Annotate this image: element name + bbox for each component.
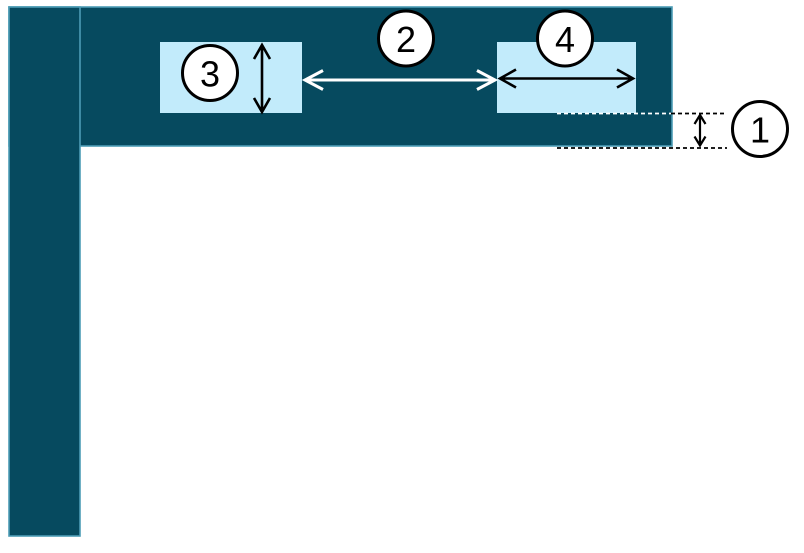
item-height-double-arrow-icon [252, 42, 272, 115]
toolbar-bar-vertical [8, 6, 81, 537]
callout-1-circle [731, 100, 789, 158]
callout-3: 3 [181, 44, 239, 102]
gap-double-arrow-icon [301, 69, 499, 91]
item-width-double-arrow-icon [497, 68, 636, 89]
callout-4-number: 4 [555, 19, 575, 60]
margin-double-arrow-icon [693, 112, 707, 148]
callout-1: 1 [731, 100, 789, 158]
callout-3-circle [181, 44, 239, 102]
callout-4-circle [536, 9, 594, 68]
callout-2: 2 [377, 9, 435, 68]
callout-3-number: 3 [200, 54, 220, 95]
callout-2-circle [377, 9, 435, 68]
callout-4: 4 [536, 9, 594, 68]
callout-1-number: 1 [750, 110, 770, 151]
callout-2-number: 2 [396, 19, 416, 60]
